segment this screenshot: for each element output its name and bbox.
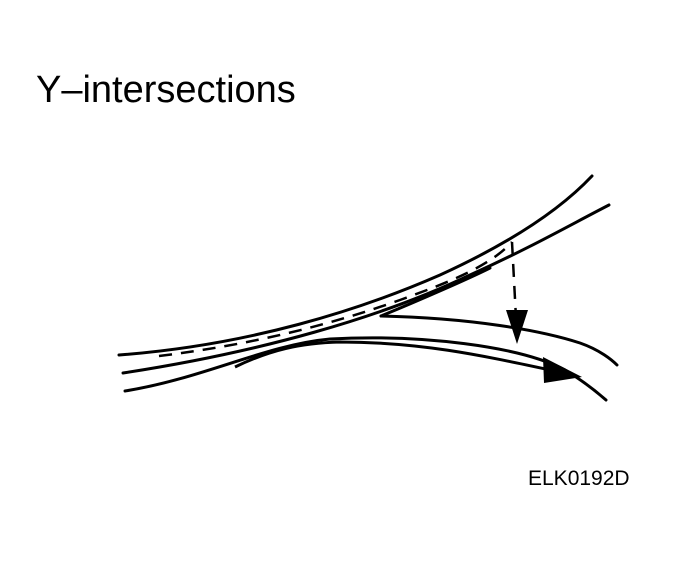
wrong-path-arrowhead <box>506 310 528 344</box>
correct-path-arrowhead <box>543 357 582 383</box>
diagram-title: Y–intersections <box>36 69 296 111</box>
figure-code: ELK0192D <box>528 467 630 490</box>
wrong-path-dashed-line <box>158 241 513 358</box>
wrong-path-arrow <box>158 241 518 358</box>
upper-road-outer-edge <box>117 174 594 357</box>
gore-point <box>379 266 492 318</box>
wrong-path-dashed-drop <box>510 241 518 319</box>
correct-path-line <box>234 340 551 372</box>
road-edges <box>117 174 619 402</box>
upper-road-inner-edge <box>121 203 611 375</box>
lower-road-inner-edge <box>379 314 619 367</box>
